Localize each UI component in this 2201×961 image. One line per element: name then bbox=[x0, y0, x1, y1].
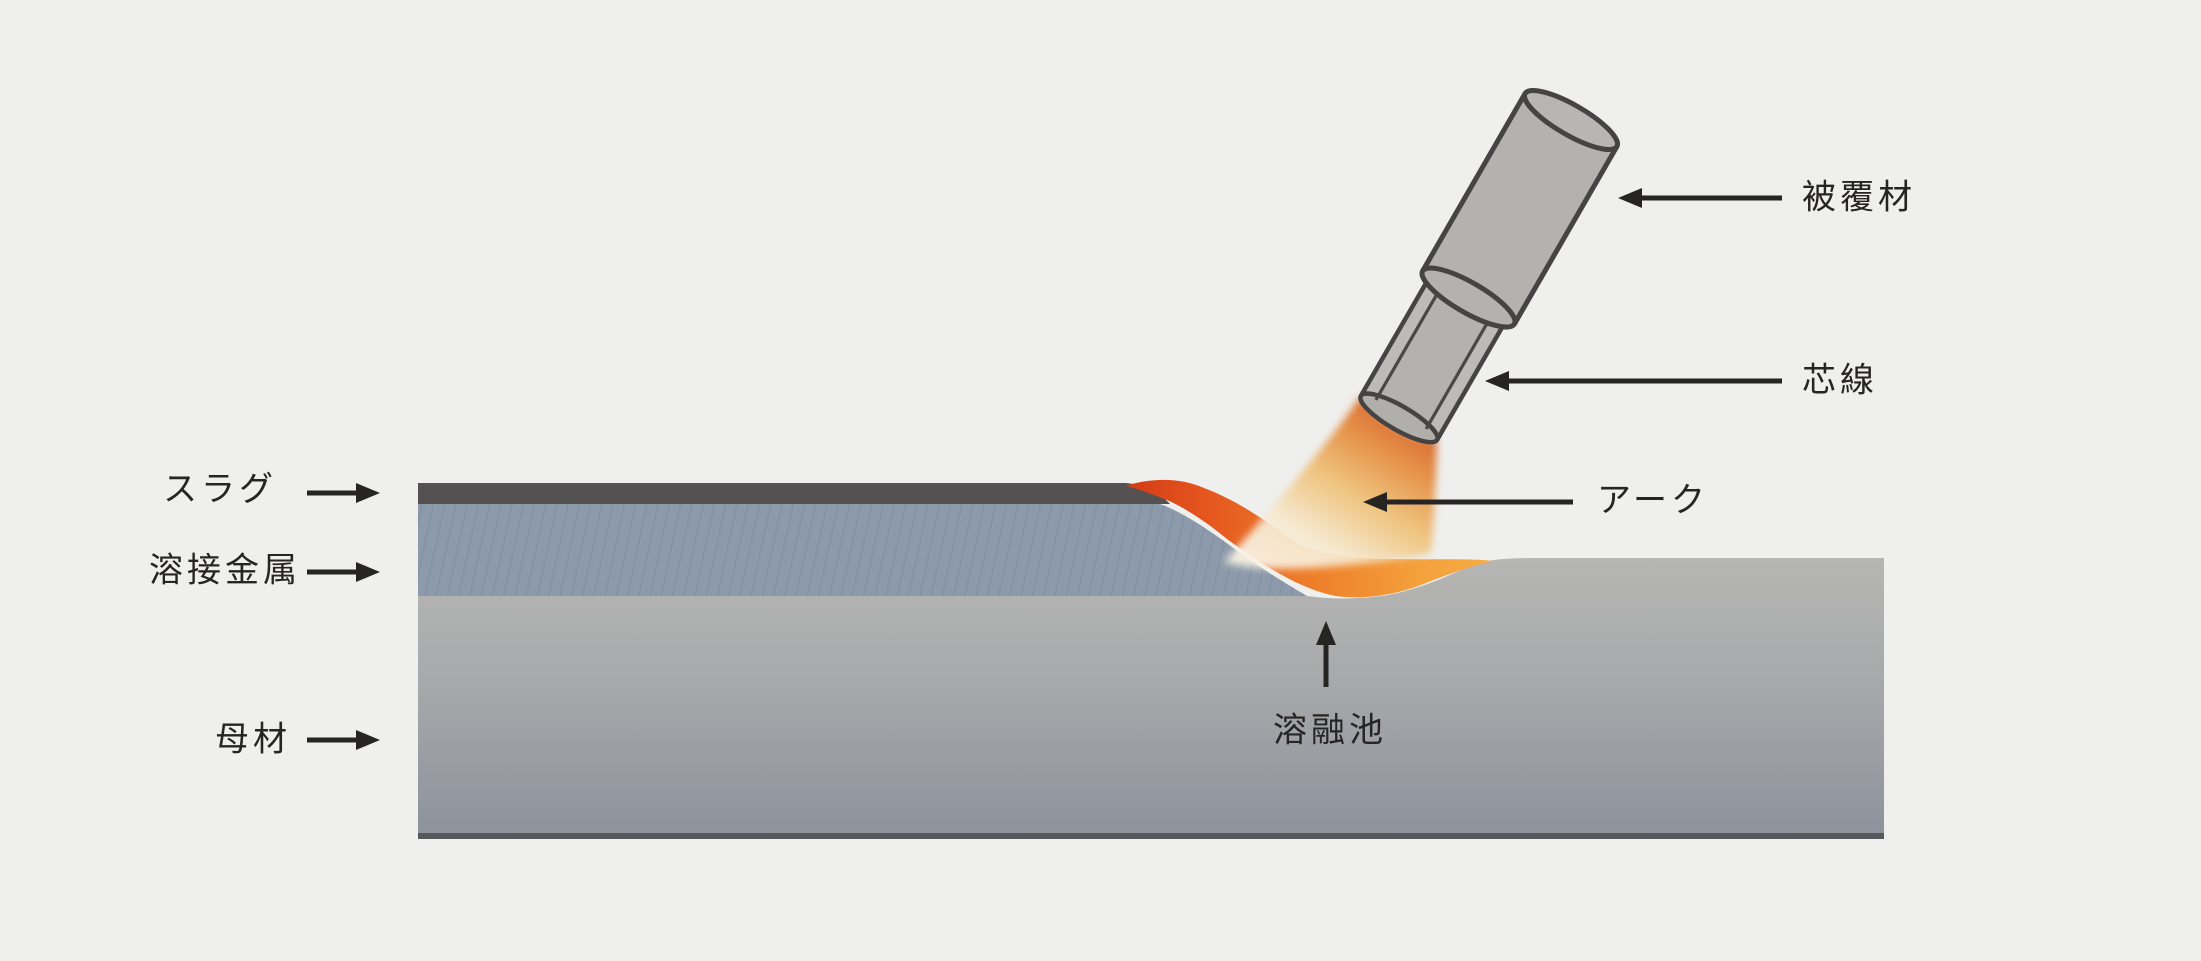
weld-metal-label: 溶接金属 bbox=[149, 551, 301, 590]
molten-pool-label: 溶融池 bbox=[1273, 711, 1387, 750]
core-wire-label: 芯線 bbox=[1802, 361, 1878, 400]
arc-arrow bbox=[1363, 492, 1573, 512]
base-metal-label: 母材 bbox=[215, 720, 291, 759]
weld-metal-arrow bbox=[307, 562, 380, 582]
core-wire-arrow bbox=[1485, 371, 1782, 391]
slag-arrow bbox=[307, 483, 380, 503]
base-metal-shape bbox=[418, 558, 1884, 835]
electrode-coating bbox=[1419, 87, 1621, 330]
molten-metal-flow bbox=[1126, 479, 1494, 598]
arc-label: アーク bbox=[1597, 481, 1709, 520]
weld-metal-hatch bbox=[418, 504, 1307, 596]
electrode bbox=[1358, 87, 1621, 445]
base-metal-arrow bbox=[307, 730, 380, 750]
base-metal-bottom-edge bbox=[418, 833, 1884, 839]
slag-shape bbox=[418, 483, 1170, 504]
arc-cone bbox=[1224, 396, 1437, 569]
molten-pool-arrow bbox=[1316, 621, 1336, 687]
coating-arrow bbox=[1618, 188, 1782, 208]
coating-label: 被覆材 bbox=[1802, 178, 1916, 217]
slag-label: スラグ bbox=[163, 470, 277, 509]
annotation-arrows bbox=[307, 188, 1782, 750]
